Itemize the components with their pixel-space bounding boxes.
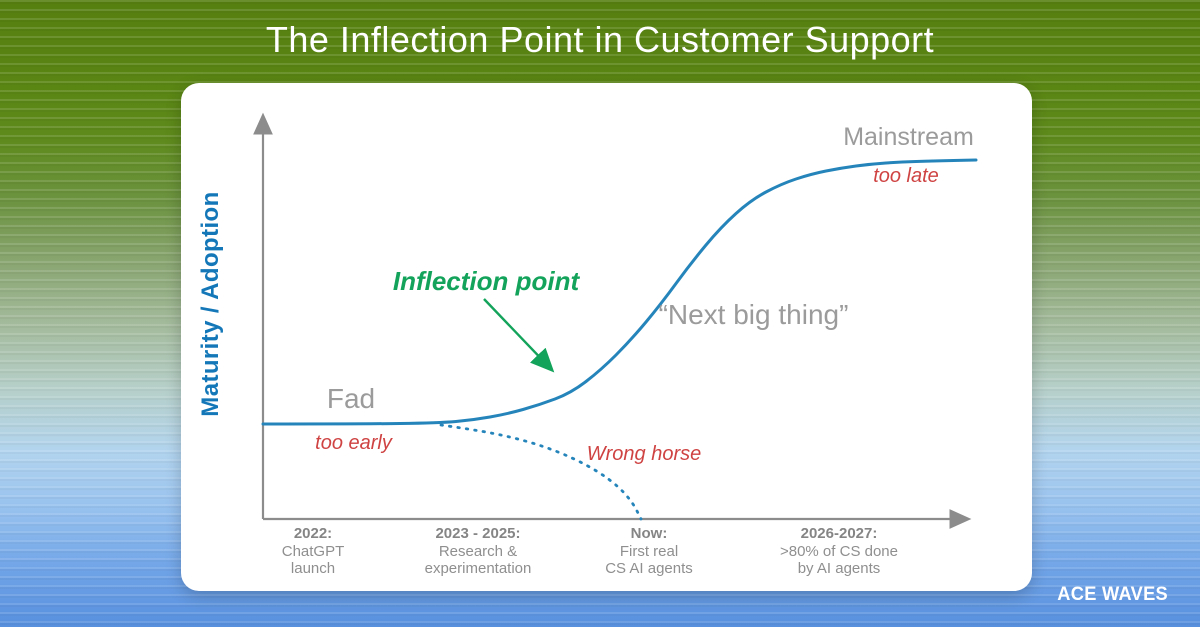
x-axis-label-line: First real <box>619 542 679 560</box>
x-axis-label-line: by AI agents <box>797 560 881 577</box>
x-axis-label-line: Research & <box>438 542 518 560</box>
y-axis-label: Maturity / Adoption <box>197 191 224 417</box>
x-axis-label-2023-2025: 2023 - 2025: Research & experimentation <box>388 525 568 578</box>
wrong-horse-label: Wrong horse <box>586 443 702 465</box>
too-late-label: too late <box>873 165 939 187</box>
x-axis-label-line: experimentation <box>424 560 532 577</box>
header: The Inflection Point in Customer Support <box>0 0 1200 80</box>
x-axis-label-line: CS AI agents <box>605 560 693 577</box>
x-axis-label-line: >80% of CS done <box>779 542 898 560</box>
chart-card: Maturity / Adoption Fad too early Inflec… <box>181 83 1032 591</box>
x-axis-label-now: Now: First real CS AI agents <box>559 525 739 578</box>
next-big-thing-label: “Next big thing” <box>658 299 849 330</box>
wrong-horse-dashed-curve <box>439 423 643 521</box>
x-axis-label-2022: 2022: ChatGPT launch <box>223 525 403 578</box>
x-axis-label-line: 2026-2027: <box>800 525 878 542</box>
fad-label: Fad <box>326 383 376 414</box>
adoption-curve-chart <box>253 112 978 529</box>
x-axis-label-line: launch <box>290 560 336 577</box>
x-axis-label-line: Now: <box>630 525 668 542</box>
x-axis-label-line: 2022: <box>293 525 333 542</box>
x-axis-label-line: 2023 - 2025: <box>435 525 521 542</box>
x-axis-label-2026-2027: 2026-2027: >80% of CS done by AI agents <box>749 525 929 578</box>
inflection-point-label: Inflection point <box>392 266 580 296</box>
inflection-arrow <box>483 298 555 373</box>
too-early-label: too early <box>315 432 392 454</box>
page-title: The Inflection Point in Customer Support <box>265 19 935 60</box>
x-axis-label-line: ChatGPT <box>281 542 345 560</box>
mainstream-label: Mainstream <box>843 123 974 151</box>
adoption-s-curve <box>261 158 978 426</box>
brand-logo: ACE WAVES <box>1056 584 1168 605</box>
